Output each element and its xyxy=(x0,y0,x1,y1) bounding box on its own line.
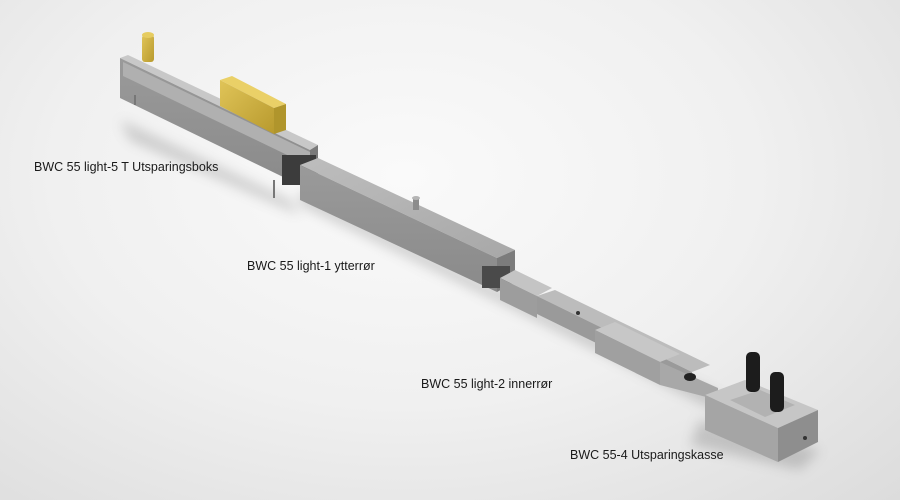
utsparingskasse-part xyxy=(705,352,818,462)
label-utsparingsboks: BWC 55 light-5 T Utsparingsboks xyxy=(34,160,219,174)
ytterror-part xyxy=(300,158,515,292)
label-ytterror: BWC 55 light-1 ytterrør xyxy=(247,259,375,273)
label-utsparingskasse: BWC 55-4 Utsparingskasse xyxy=(570,448,724,462)
insulation-plug xyxy=(142,32,154,62)
innerror-part xyxy=(500,270,718,400)
insulation-block xyxy=(220,76,286,134)
label-innerror: BWC 55 light-2 innerrør xyxy=(421,377,553,391)
